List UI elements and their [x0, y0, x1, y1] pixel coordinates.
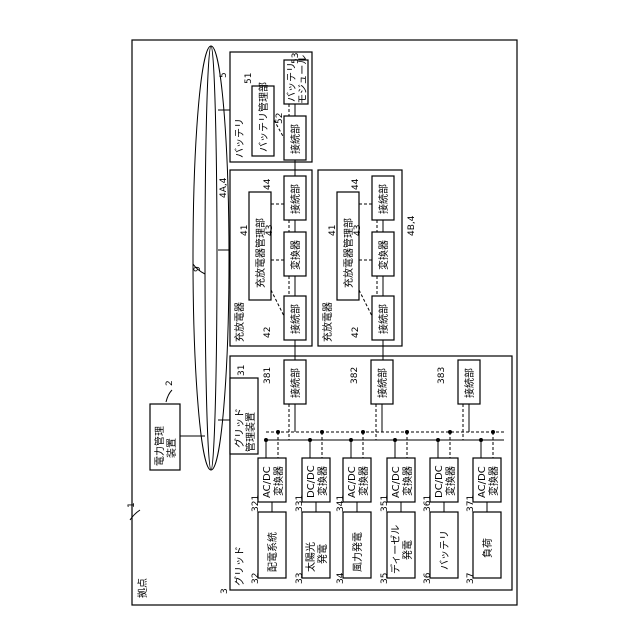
power-management-label-1: 電力管理: [153, 426, 166, 466]
battery-group: バッテリ バッテリ管理部 バッテリ モジュール 接続部 5 51 52 53: [218, 52, 312, 176]
converter-label-3b: 変換器: [401, 466, 414, 496]
charger-b-label: 充放電器: [321, 302, 334, 342]
battery-module-ref: 53: [291, 53, 301, 64]
converter-ref-4: 361: [423, 495, 433, 512]
battery-mgr-ref: 51: [244, 73, 254, 84]
charger-b-conv-ref: 43: [353, 225, 363, 236]
charger-b-conn-right-ref: 44: [351, 178, 361, 190]
charger-a: 充放電器 充放電器管理部 接続部 変換器 接続部 4A,4 41 42 43 4…: [218, 170, 312, 360]
grid-mgmt-ref: 31: [237, 365, 247, 376]
charger-b-conn-left-ref: 42: [351, 327, 361, 338]
connector-383-ref: 383: [437, 367, 447, 384]
source-label-1a: 太陽光: [304, 542, 317, 572]
charger-a-conn-left-label: 接続部: [289, 304, 302, 334]
converter-ref-1: 331: [295, 495, 305, 512]
charger-a-conn-right-label: 接続部: [289, 184, 302, 214]
converter-label-0a: AC/DC: [262, 466, 273, 498]
source-label-2: 風力発電: [351, 532, 364, 572]
charger-a-label: 充放電器: [233, 302, 246, 342]
converter-label-5b: 変換器: [487, 466, 500, 496]
converter-ref-5: 371: [466, 495, 476, 512]
connector-381-ref: 381: [263, 367, 273, 384]
converter-label-2b: 変換器: [357, 466, 370, 496]
battery-conn-ref: 52: [275, 113, 285, 124]
converter-ref-3: 351: [380, 495, 390, 512]
source-ref-2: 34: [336, 572, 346, 584]
converter-ref-2: 341: [336, 495, 346, 512]
charger-a-ref: 4A,4: [219, 177, 229, 198]
converter-label-1b: 変換器: [316, 466, 329, 496]
grid-management-label-1: グリッド: [233, 408, 246, 448]
connector-381-label: 接続部: [289, 368, 302, 398]
battery-label: バッテリ: [234, 118, 246, 158]
charger-a-conn-right-ref: 44: [263, 178, 273, 190]
converter-ref-0: 321: [251, 495, 261, 512]
converter-label-1a: DC/DC: [306, 465, 317, 498]
charger-b-mgr-ref: 41: [328, 225, 338, 236]
source-label-1b: 発電: [316, 544, 329, 564]
connector-382-ref: 382: [350, 367, 360, 384]
source-label-3a: ディーゼル: [389, 525, 402, 574]
charger-b-conn-right-label: 接続部: [377, 184, 390, 214]
converter-label-5a: AC/DC: [477, 466, 488, 498]
charger-a-mgr-ref: 41: [240, 225, 250, 236]
source-ref-3: 35: [380, 573, 390, 584]
site-ref: 1: [127, 502, 137, 508]
connector-382-label: 接続部: [376, 368, 389, 398]
source-ref-5: 37: [466, 573, 476, 584]
grid-label: グリッド: [233, 546, 246, 586]
converter-label-0b: 変換器: [272, 466, 285, 496]
battery-mgr-label: バッテリ管理部: [257, 82, 270, 152]
converter-label-4b: 変換器: [444, 466, 457, 496]
charger-a-conv-ref: 43: [265, 225, 275, 236]
converter-label-4a: DC/DC: [434, 465, 445, 498]
source-label-3b: 発電: [401, 540, 414, 560]
site-label: 拠点: [136, 578, 149, 598]
charger-b-conn-left-label: 接続部: [377, 304, 390, 334]
source-label-0: 配電系統: [266, 532, 279, 572]
source-label-4: バッテリ: [439, 530, 451, 570]
grid-management-label-2: 管理装置: [244, 412, 257, 452]
source-ref-1: 33: [295, 573, 305, 584]
converter-label-3a: AC/DC: [391, 466, 402, 498]
battery-module-label-1: バッテリ: [286, 62, 298, 102]
charger-a-conn-left-ref: 42: [263, 327, 273, 338]
source-ref-4: 36: [423, 572, 433, 584]
grid-ref: 3: [220, 588, 230, 594]
charger-a-conv-label: 変換器: [289, 240, 302, 270]
charger-b: 充放電器 充放電器管理部 接続部 変換器 接続部 4B,4 41 42 43 4…: [318, 170, 417, 360]
source-ref-0: 32: [251, 573, 261, 584]
connector-383-label: 接続部: [463, 368, 476, 398]
battery-group-ref: 5: [219, 72, 229, 78]
charger-b-ref: 4B,4: [407, 215, 417, 236]
source-label-5: 負荷: [482, 538, 494, 558]
power-mgmt-ref: 2: [165, 380, 175, 386]
battery-conn-label: 接続部: [289, 124, 302, 154]
converter-label-2a: AC/DC: [347, 466, 358, 498]
power-management-label-2: 装置: [165, 438, 178, 458]
network-ref: 9: [193, 266, 203, 272]
charger-b-conv-label: 変換器: [377, 240, 390, 270]
